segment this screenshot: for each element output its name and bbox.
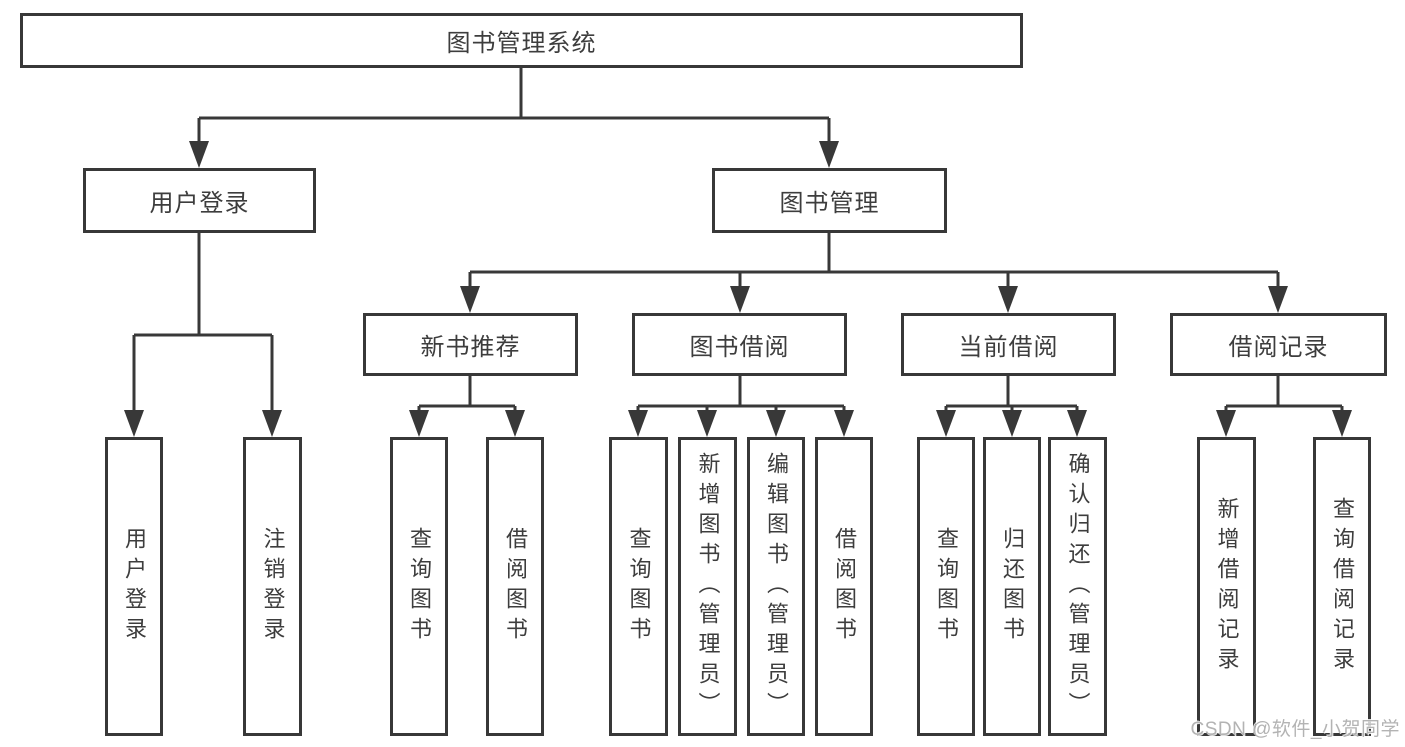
leaf-confirm-return-admin: 确认归还（管理员） [1048,437,1107,736]
leaf-return-book: 归还图书 [983,437,1041,736]
leaf-borrow-book-borrowing: 借阅图书 [815,437,873,736]
leaf-add-borrow-record: 新增借阅记录 [1197,437,1256,736]
leaf-query-book-newbook: 查询图书 [390,437,448,736]
node-borrowing-records: 借阅记录 [1170,313,1387,376]
leaf-edit-book-admin: 编辑图书（管理员） [747,437,805,736]
leaf-add-book-admin: 新增图书（管理员） [678,437,737,736]
node-book-management: 图书管理 [712,168,947,233]
node-library-system: 图书管理系统 [20,13,1023,68]
node-book-borrowing: 图书借阅 [632,313,847,376]
node-current-borrowing: 当前借阅 [901,313,1116,376]
node-user-login: 用户登录 [83,168,316,233]
leaf-query-book-current: 查询图书 [917,437,975,736]
leaf-borrow-book-newbook: 借阅图书 [486,437,544,736]
leaf-user-login: 用户登录 [105,437,163,736]
leaf-query-borrow-record: 查询借阅记录 [1313,437,1371,736]
leaf-query-book-borrowing: 查询图书 [609,437,668,736]
node-new-book-recommendation: 新书推荐 [363,313,578,376]
leaf-logout: 注销登录 [243,437,302,736]
csdn-watermark: CSDN @软件_小贺同学 [1190,719,1400,740]
